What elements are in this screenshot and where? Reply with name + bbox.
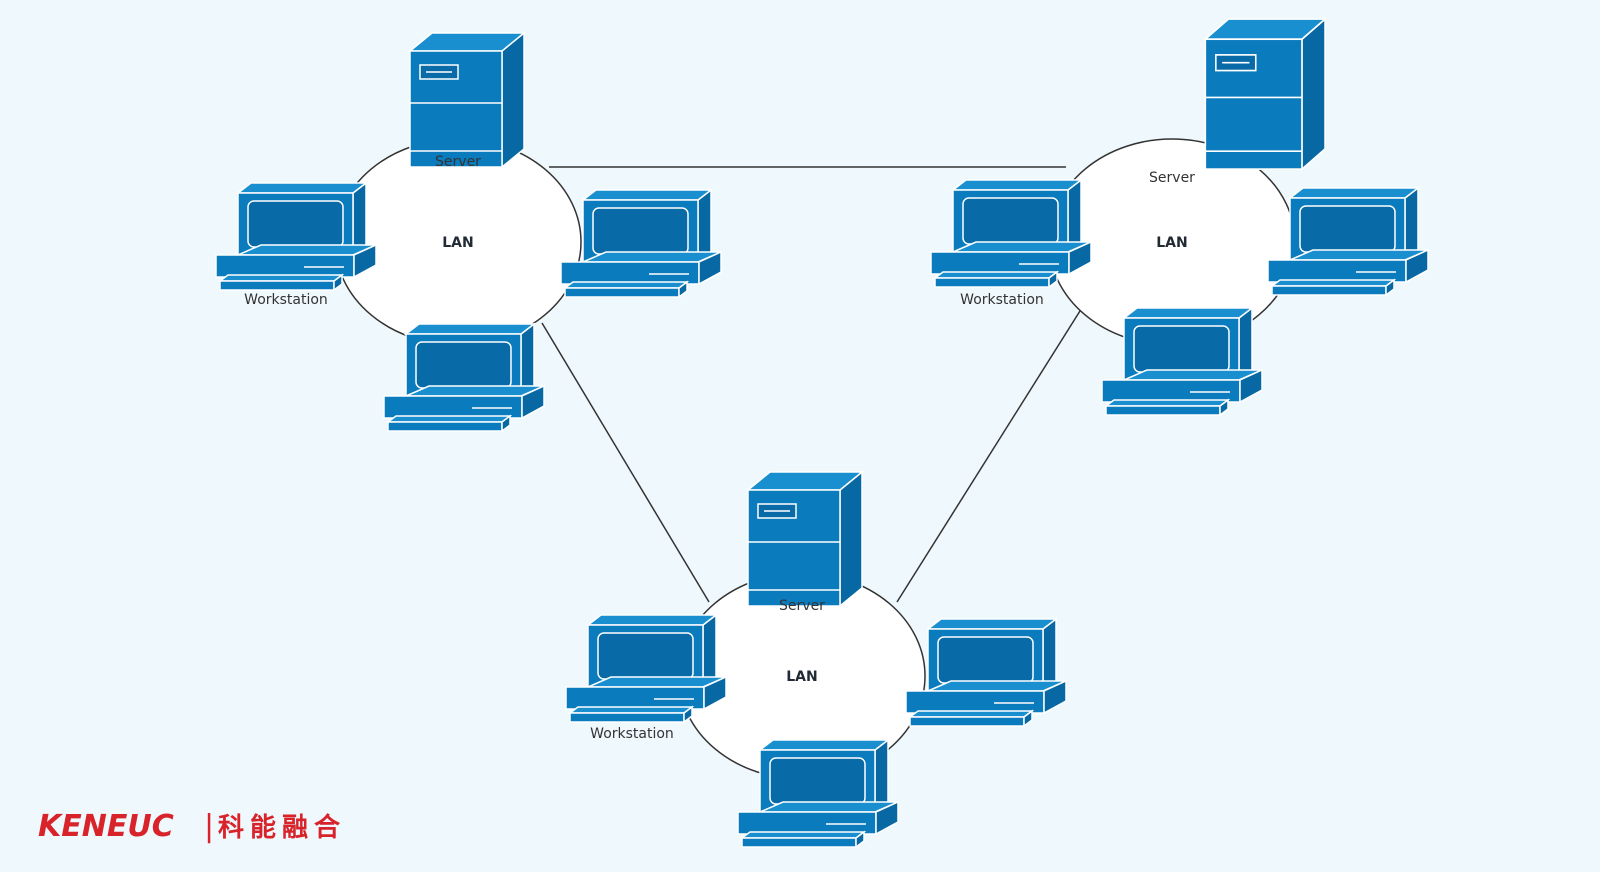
server-label: Server <box>779 598 825 614</box>
workstation-icon[interactable] <box>560 189 722 298</box>
workstation-icon[interactable] <box>905 618 1067 727</box>
workstation-label: Workstation <box>960 292 1044 308</box>
workstation-icon[interactable] <box>215 182 377 291</box>
workstation-icon[interactable] <box>930 179 1092 288</box>
server-icon[interactable] <box>409 32 525 168</box>
workstation-icon[interactable] <box>1101 307 1263 416</box>
cluster-top-right: Server LAN Workstation <box>930 18 1429 416</box>
link-top-left-to-bottom <box>541 322 710 603</box>
logo-separator: | <box>204 809 214 844</box>
cluster-bottom: Server LAN Workstation <box>565 471 1067 848</box>
server-label: Server <box>1149 170 1195 186</box>
workstation-icon[interactable] <box>383 323 545 432</box>
lan-label: LAN <box>1156 235 1187 251</box>
brand-logo: KENEUC | 科能融合 <box>38 809 346 844</box>
workstation-label: Workstation <box>590 726 674 742</box>
cluster-top-left: Server LAN Workstation <box>215 32 722 432</box>
workstation-icon[interactable] <box>737 739 899 848</box>
workstation-icon[interactable] <box>1267 187 1429 296</box>
logo-chinese-text: 科能融合 <box>218 812 346 843</box>
lan-rings <box>334 138 1296 780</box>
lan-label: LAN <box>786 669 817 685</box>
link-top-right-to-bottom <box>896 302 1086 603</box>
workstation-icon[interactable] <box>565 614 727 723</box>
logo-brand-text: KENEUC <box>38 809 174 844</box>
server-icon[interactable] <box>747 471 863 607</box>
server-icon[interactable] <box>1204 18 1326 170</box>
inter-lan-links <box>541 166 1086 603</box>
lan-label: LAN <box>442 235 473 251</box>
server-label: Server <box>435 154 481 170</box>
workstation-label: Workstation <box>244 292 328 308</box>
